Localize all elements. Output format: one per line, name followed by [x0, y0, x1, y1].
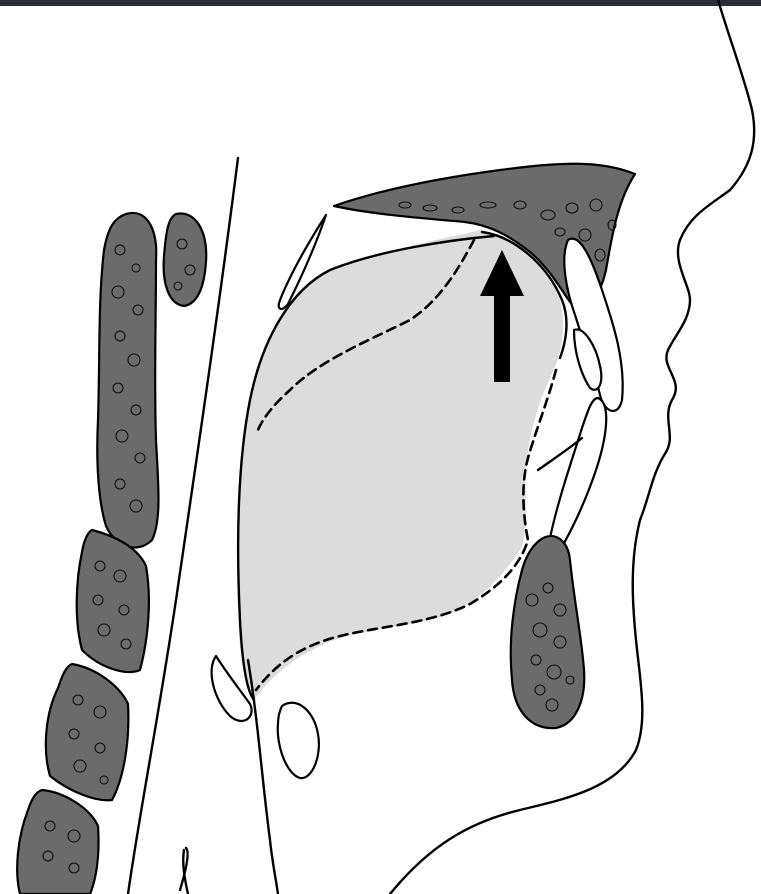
- cervical-vertebra-4: [46, 664, 129, 800]
- lower-tooth: [549, 398, 607, 554]
- cervical-vertebra-2: [164, 214, 207, 306]
- pharynx-front-line: [248, 660, 278, 894]
- cervical-vertebra-1: [97, 213, 158, 548]
- top-dark-band: [0, 0, 761, 6]
- hyoid-cavity: [278, 703, 319, 778]
- cervical-vertebra-3: [77, 530, 149, 672]
- cervical-vertebra-5: [17, 790, 98, 894]
- mandible: [511, 536, 585, 728]
